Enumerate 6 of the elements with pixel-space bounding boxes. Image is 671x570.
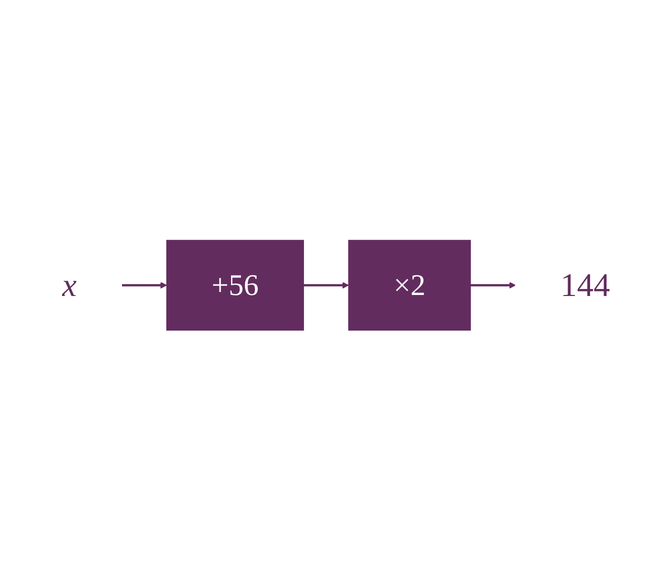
- node-box: +56: [166, 240, 304, 330]
- node-text: 144: [560, 266, 610, 303]
- node-box: ×2: [348, 240, 470, 330]
- arrow: [121, 282, 166, 288]
- arrow: [470, 282, 516, 288]
- arrow: [303, 282, 348, 288]
